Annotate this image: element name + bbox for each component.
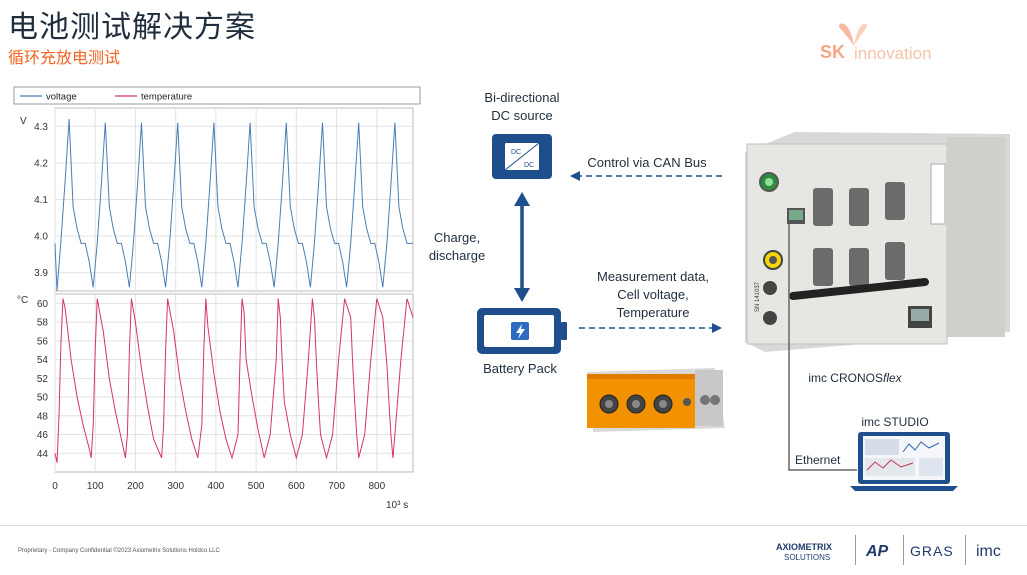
- temperature-y-tick-label: 48: [37, 411, 49, 422]
- x-tick-label: 400: [208, 481, 225, 492]
- axiometrix-logo: AXIOMETRIX SOLUTIONS: [776, 542, 832, 562]
- voltage-y-tick-label: 3.9: [34, 268, 48, 279]
- temperature-y-tick-label: 60: [37, 299, 49, 310]
- measure-label-line1: Measurement data,: [597, 269, 709, 284]
- measure-label-line3: Temperature: [617, 305, 690, 320]
- footer-separator-2: [903, 535, 904, 565]
- innovation-text: innovation: [854, 44, 932, 63]
- voltage-grid: [54, 108, 413, 291]
- x-tick-label: 500: [248, 481, 265, 492]
- sk-text: SK: [820, 42, 846, 62]
- legend-voltage-label: voltage: [46, 92, 77, 103]
- cronos-flex-device: SN 141037: [745, 132, 1010, 352]
- footer-divider: [0, 525, 1027, 526]
- temperature-plot-frame: [54, 293, 414, 473]
- studio-label: imc STUDIO: [861, 415, 928, 429]
- temperature-y-tick-label: 44: [37, 449, 49, 460]
- dc-source-box: DC DC: [492, 134, 552, 179]
- measurement-arrowhead: [712, 323, 722, 333]
- charge-label-line1: Charge,: [434, 230, 480, 245]
- gras-text: GRAS: [910, 543, 954, 559]
- charge-label-line2: discharge: [429, 248, 485, 263]
- axiometrix-solutions-text: SOLUTIONS: [784, 553, 830, 562]
- dc-box-bottom-text: DC: [524, 162, 534, 169]
- voltage-axis-unit: V: [20, 116, 27, 127]
- temperature-y-tick-label: 50: [37, 393, 49, 404]
- temperature-y-tick-label: 56: [37, 336, 49, 347]
- sk-innovation-logo: SK innovation: [820, 22, 960, 72]
- control-label: Control via CAN Bus: [587, 155, 707, 170]
- voltage-y-tick-label: 4.2: [34, 158, 48, 169]
- system-diagram: Bi-directional DC source DC DC Control v…: [429, 90, 1010, 491]
- page-title: 电池测试解决方案: [8, 10, 256, 45]
- battery-pack-label: Battery Pack: [483, 361, 557, 376]
- charts-area: voltage temperature V °C 4.3 4.2 4.1 4.0 3.9…: [13, 86, 421, 511]
- legend-box: [13, 86, 421, 105]
- x-tick-label: 100: [87, 481, 104, 492]
- footer-separator-1: [855, 535, 856, 565]
- temperature-y-tick-label: 54: [37, 355, 49, 366]
- temperature-series-line: [54, 298, 414, 463]
- dc-source-label-line2: DC source: [491, 108, 552, 123]
- voltage-y-tick-label: 4.0: [34, 232, 48, 243]
- measure-label-line2: Cell voltage,: [617, 287, 689, 302]
- x-axis-ticks: 0 100 200 300 400 500 600 700 800: [52, 481, 385, 492]
- device-serial-text: SN 141037: [755, 281, 761, 312]
- x-axis-label: 10³ s: [386, 500, 408, 511]
- axiometrix-text: AXIOMETRIX: [776, 542, 832, 552]
- butterfly-icon: [838, 23, 868, 46]
- temperature-y-ticks: 60 58 56 54 52 50 48 46 44: [37, 299, 49, 460]
- ethernet-cable: [788, 224, 857, 471]
- voltage-y-tick-label: 4.1: [34, 195, 48, 206]
- legend-temperature-label: temperature: [141, 92, 192, 103]
- dc-source-label-line1: Bi-directional: [484, 90, 559, 105]
- x-tick-label: 800: [368, 481, 385, 492]
- gras-logo: GRAS: [910, 543, 954, 559]
- laptop-icon: [850, 432, 958, 491]
- charge-arrowhead-top: [514, 192, 530, 206]
- x-tick-label: 200: [127, 481, 144, 492]
- temperature-y-tick-label: 58: [37, 318, 49, 329]
- ap-text: AP: [865, 543, 889, 560]
- x-tick-label: 700: [328, 481, 345, 492]
- x-tick-label: 600: [288, 481, 305, 492]
- voltage-y-tick-label: 4.3: [34, 122, 48, 133]
- footer-separator-3: [965, 535, 966, 565]
- ap-logo: AP: [865, 543, 889, 560]
- can-bus-arrowhead: [570, 171, 580, 181]
- footer-copyright: Proprietary - Company Confidential ©2023…: [18, 548, 220, 554]
- temperature-axis-unit: °C: [17, 295, 28, 306]
- imc-logo: imc: [976, 543, 1001, 560]
- battery-pack-icon: [477, 308, 567, 354]
- ethernet-label: Ethernet: [795, 453, 841, 467]
- page-subtitle: 循环充放电测试: [8, 48, 121, 67]
- x-tick-label: 300: [167, 481, 184, 492]
- cronos-label: imc CRONOSflex: [808, 371, 902, 385]
- temperature-y-tick-label: 46: [37, 430, 49, 441]
- x-tick-label: 0: [52, 481, 58, 492]
- voltage-y-ticks: 4.3 4.2 4.1 4.0 3.9: [34, 122, 48, 279]
- imc-text: imc: [976, 543, 1001, 560]
- charge-arrowhead-bottom: [514, 288, 530, 302]
- temperature-y-tick-label: 52: [37, 374, 49, 385]
- orange-measurement-module: [587, 368, 725, 432]
- dc-box-top-text: DC: [511, 149, 521, 156]
- voltage-series-line: [54, 118, 413, 292]
